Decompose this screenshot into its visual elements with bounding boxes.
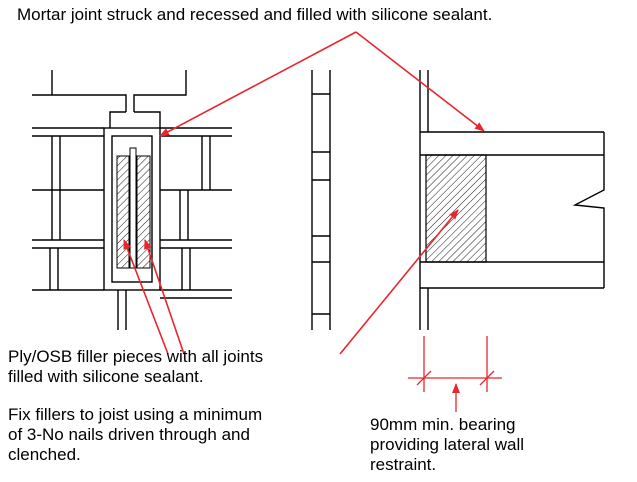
bearing-label: 90mm min. bearing providing lateral wall… bbox=[370, 415, 524, 475]
fix-fillers-line-3: clenched. bbox=[8, 445, 81, 464]
leader-arrows bbox=[123, 31, 485, 355]
filler-pieces-line-1: Ply/OSB filler pieces with all joints bbox=[8, 347, 264, 366]
joist-end-opening bbox=[103, 127, 161, 291]
mortar-joint-label: Mortar joint struck and recessed and fil… bbox=[17, 5, 493, 24]
wall-section bbox=[311, 70, 605, 330]
bearing-dimension bbox=[408, 336, 502, 412]
filler-pieces-line-2: filled with silicone sealant. bbox=[8, 367, 204, 386]
joist-bearing-section bbox=[425, 154, 487, 263]
fix-fillers-label: Fix fillers to joist using a minimum of … bbox=[8, 405, 262, 465]
filler-pieces-label: Ply/OSB filler pieces with all joints fi… bbox=[8, 347, 263, 387]
bearing-line-2: providing lateral wall bbox=[370, 435, 525, 454]
wall-elevation bbox=[32, 70, 232, 330]
joist-section-thin bbox=[129, 147, 137, 269]
bearing-line-3: restraint. bbox=[370, 455, 437, 474]
bearing-line-1: 90mm min. bearing bbox=[370, 415, 516, 434]
fix-fillers-line-1: Fix fillers to joist using a minimum bbox=[8, 405, 263, 424]
filler-piece-left bbox=[116, 155, 130, 269]
joist-end-recess bbox=[111, 135, 153, 283]
fix-fillers-line-2: of 3-No nails driven through and bbox=[8, 425, 250, 444]
